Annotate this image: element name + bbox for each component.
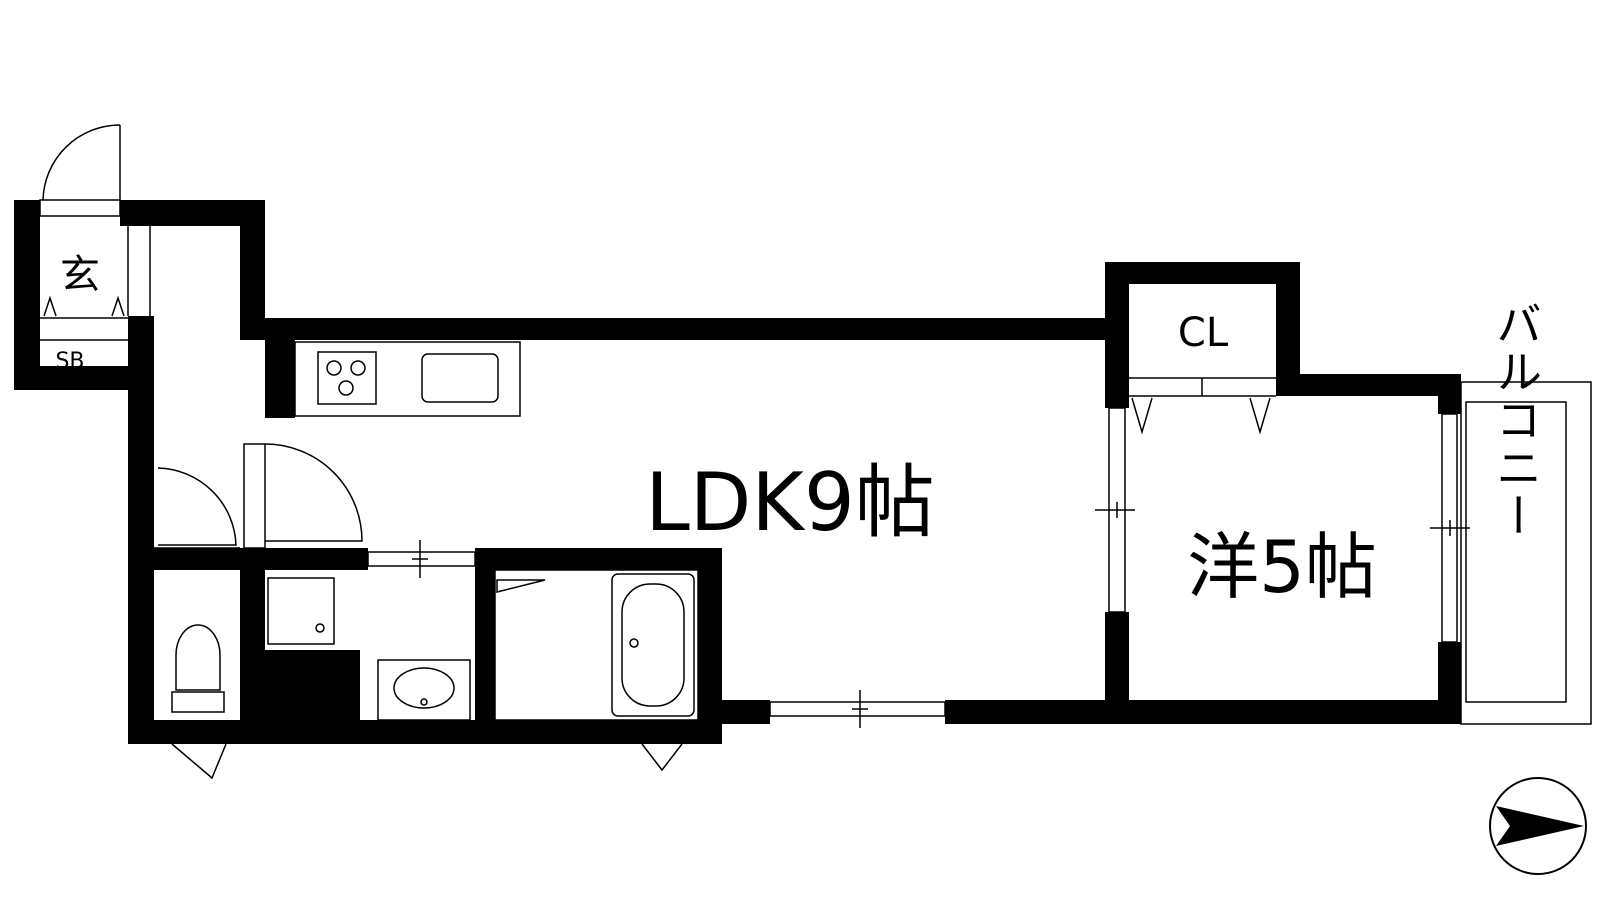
ldk-wall-bottom-right xyxy=(945,700,1461,724)
burner-2 xyxy=(350,360,366,376)
hall-wall-left xyxy=(128,316,154,744)
bath-partition xyxy=(475,570,495,720)
wet-wall-right xyxy=(698,548,722,744)
toilet-door-swing xyxy=(157,467,237,546)
counter xyxy=(294,341,521,417)
western-room-label: 洋5帖 xyxy=(1187,525,1377,609)
compass-arrow xyxy=(1496,806,1584,846)
western-wall-top xyxy=(1276,374,1461,396)
ldk-wall-top-stub xyxy=(265,340,295,418)
western-wall-left-top xyxy=(1105,396,1129,408)
bath-door-hinge xyxy=(641,743,683,772)
burner-1 xyxy=(326,360,342,376)
ldk-wall-bottom-left xyxy=(720,700,770,724)
toilet-tank xyxy=(171,691,225,713)
balcony xyxy=(1460,381,1592,725)
stove xyxy=(317,351,377,405)
bath-door xyxy=(496,579,546,593)
hall-wall-right xyxy=(240,200,265,340)
toilet-wall-right xyxy=(240,548,265,744)
washroom xyxy=(267,540,476,721)
closet-hinge-left xyxy=(1131,397,1153,435)
washing-machine xyxy=(267,577,335,645)
toilet-bowl xyxy=(175,624,221,691)
entrance-hinge-left xyxy=(43,295,57,317)
wet-wall-bottom xyxy=(128,720,722,744)
shoe-box-label: SB xyxy=(55,349,84,374)
entrance-door-frame xyxy=(39,199,121,217)
bathtub-outer xyxy=(611,573,695,717)
north-arrow-icon xyxy=(1489,777,1587,875)
burner-3 xyxy=(338,380,354,396)
wash-basin-counter xyxy=(377,659,471,721)
western-openings xyxy=(1095,407,1470,643)
kitchen-counter xyxy=(294,341,521,417)
wash-basin-drain xyxy=(420,698,428,706)
wash-block xyxy=(265,650,360,720)
compass-circle xyxy=(1489,777,1587,875)
walls xyxy=(14,200,1461,744)
kitchen-sink xyxy=(421,353,499,403)
entrance xyxy=(39,124,151,341)
balcony-outer xyxy=(1460,381,1592,725)
entrance-label: 玄 xyxy=(60,252,100,298)
western-wall-right-top xyxy=(1438,374,1461,414)
closet-wall-left xyxy=(1105,262,1129,396)
entrance-wall-left xyxy=(14,200,40,390)
balcony-inner xyxy=(1465,401,1567,703)
closet xyxy=(1129,377,1276,435)
entrance-wall-bottom xyxy=(14,366,144,390)
hall-doors xyxy=(154,443,363,549)
entrance-door-swing xyxy=(42,124,121,201)
closet-wall-right xyxy=(1276,262,1300,378)
bath-area xyxy=(494,569,699,721)
wet-wall-top xyxy=(475,548,722,570)
closet-hinge-right xyxy=(1249,397,1271,435)
bathtub-drain xyxy=(629,638,639,648)
closet-label: CL xyxy=(1178,310,1229,356)
wet-wall-top-left xyxy=(245,548,368,570)
closet-wall-top xyxy=(1105,262,1300,284)
hall-door-frame xyxy=(243,443,266,549)
balcony-label: バルコニー xyxy=(1489,300,1543,540)
ldk-label: LDK9帖 xyxy=(645,456,935,549)
wash-basin xyxy=(393,667,455,709)
washing-machine-drain xyxy=(315,623,325,633)
toilet xyxy=(171,624,227,780)
toilet-wall-top xyxy=(154,548,244,570)
ldk-wall-top xyxy=(240,318,1105,340)
entrance-hinge-right xyxy=(111,295,125,317)
bathroom xyxy=(494,569,699,772)
ldk-door-swing xyxy=(264,443,363,542)
bathtub-inner xyxy=(621,583,685,707)
toilet-door-hinge xyxy=(171,743,227,780)
ldk-window xyxy=(769,690,946,728)
